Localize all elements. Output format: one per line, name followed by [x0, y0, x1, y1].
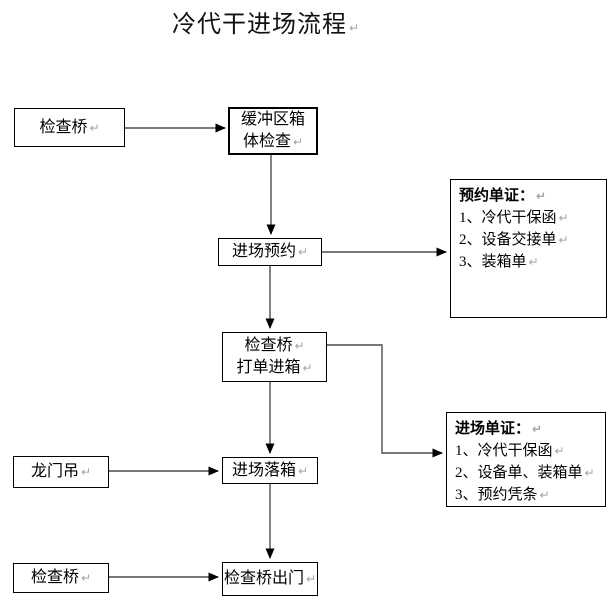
- doc-item: 2、设备交接单↵: [459, 229, 598, 251]
- node-label: 进场落箱: [231, 461, 296, 479]
- doc-item-text: 1、冷代干保函: [455, 443, 553, 459]
- doc-item-text: 2、设备交接单: [459, 232, 557, 248]
- node-label: 检查桥: [30, 569, 79, 586]
- doc-item: 3、预约凭条↵: [455, 484, 597, 506]
- return-mark: ↵: [80, 571, 92, 585]
- node-buffer-zone-check: 缓冲区箱 体检查↵: [228, 107, 318, 155]
- docbox-title-row: 进场单证：↵: [455, 418, 597, 440]
- return-mark: ↵: [528, 255, 539, 269]
- doc-item: 1、冷代干保函↵: [455, 440, 597, 462]
- arrow-printenter-to-entrydocs: [327, 344, 443, 458]
- return-mark: ↵: [558, 211, 569, 225]
- return-mark: ↵: [292, 135, 304, 149]
- doc-item-text: 1、冷代干保函: [459, 210, 557, 226]
- node-label-line1: 检查桥: [244, 337, 293, 354]
- doc-item-text: 3、装箱单: [459, 254, 527, 270]
- docbox-title: 进场单证：: [455, 421, 531, 437]
- node-check-bridge-exit: 检查桥出门↵: [222, 562, 318, 596]
- node-label-line1: 缓冲区箱: [240, 111, 305, 128]
- return-mark: ↵: [536, 189, 547, 203]
- return-mark: ↵: [80, 465, 92, 479]
- docbox-title: 预约单证：: [459, 188, 535, 204]
- return-mark: ↵: [532, 422, 543, 436]
- return-mark: ↵: [305, 572, 317, 586]
- node-entry-reservation: 进场预约↵: [218, 238, 322, 266]
- node-label: 检查桥出门: [223, 570, 304, 587]
- node-label-line2: 打单进箱: [236, 359, 301, 376]
- docbox-reservation-docs: 预约单证：↵ 1、冷代干保函↵ 2、设备交接单↵ 3、装箱单↵: [450, 179, 607, 318]
- return-mark: ↵: [89, 120, 100, 135]
- node-check-bridge-print-enter: 检查桥↵ 打单进箱↵: [222, 332, 327, 382]
- doc-item-text: 3、预约凭条: [455, 487, 538, 503]
- return-mark: ↵: [297, 245, 309, 259]
- node-entry-drop-box: 进场落箱↵: [222, 457, 318, 484]
- node-label: 检查桥: [39, 118, 88, 136]
- docbox-title-row: 预约单证：↵: [459, 185, 598, 207]
- node-label: 龙门吊: [30, 463, 79, 480]
- node-label-line2: 体检查: [242, 133, 291, 150]
- return-mark: ↵: [302, 361, 313, 375]
- doc-item-text: 2、设备单、装箱单: [455, 465, 583, 481]
- return-mark: ↵: [584, 466, 595, 480]
- doc-item: 3、装箱单↵: [459, 251, 598, 273]
- node-gantry-crane: 龙门吊↵: [13, 456, 109, 488]
- docbox-entry-docs: 进场单证：↵ 1、冷代干保函↵ 2、设备单、装箱单↵ 3、预约凭条↵: [446, 412, 606, 507]
- node-check-bridge-top: 检查桥↵: [14, 108, 125, 147]
- return-mark: ↵: [554, 444, 565, 458]
- return-mark: ↵: [558, 233, 569, 247]
- page-title: 冷代干进场流程↵: [172, 4, 360, 39]
- page-title-text: 冷代干进场流程: [172, 12, 347, 38]
- doc-item: 1、冷代干保函↵: [459, 207, 598, 229]
- node-label: 进场预约: [231, 243, 296, 260]
- return-mark: ↵: [539, 488, 550, 502]
- return-mark: ↵: [349, 21, 361, 35]
- doc-item: 2、设备单、装箱单↵: [455, 462, 597, 484]
- node-check-bridge-bottom: 检查桥↵: [13, 563, 109, 593]
- return-mark: ↵: [297, 463, 309, 478]
- return-mark: ↵: [294, 339, 305, 353]
